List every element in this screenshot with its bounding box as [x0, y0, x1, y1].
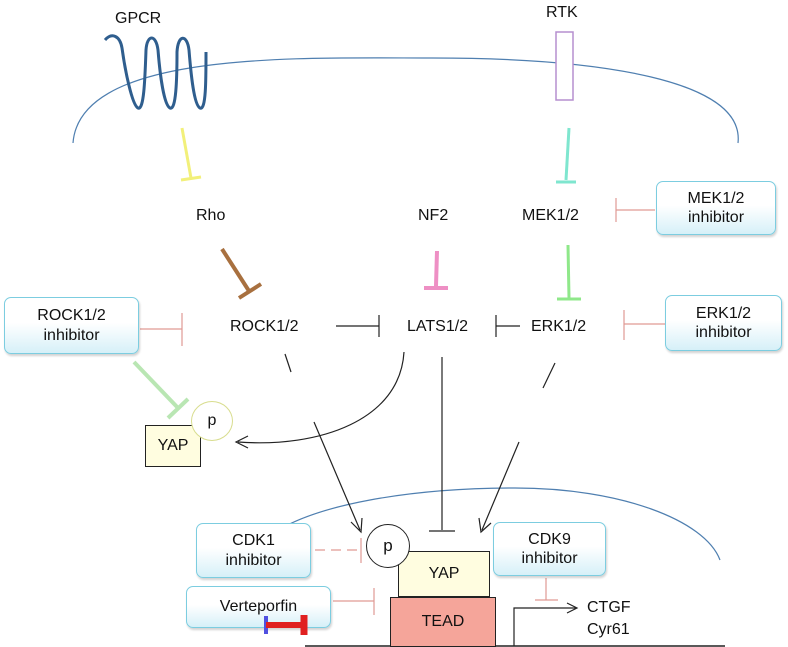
edge-lats-yap-cytoplasm — [237, 351, 405, 444]
mek-inhibitor-box: MEK1/2 inhibitor — [656, 181, 776, 235]
edge-rho-rock-bar — [237, 282, 263, 300]
gpcr-label: GPCR — [115, 10, 162, 27]
edge-rock-tick — [284, 353, 292, 373]
mek-inhibitor-line1: MEK1/2 — [687, 189, 745, 207]
rtk-icon — [555, 31, 574, 101]
yap-nucleus: YAP — [398, 551, 490, 597]
verteporfin-inhibition-icon — [264, 615, 308, 635]
edge-erk-tick — [542, 362, 556, 389]
verteporfin-box: Verteporfin — [186, 586, 331, 628]
erk-inhibitor-line2: inhibitor — [695, 324, 752, 341]
cdk9-inhibitor-box: CDK9 inhibitor — [493, 522, 606, 576]
rock-inhibitor-line1: ROCK1/2 — [37, 307, 106, 325]
cdk1-inhibitor-box: CDK1 inhibitor — [196, 523, 311, 578]
erk-inhibitor-box: ERK1/2 inhibitor — [665, 295, 782, 351]
node-mek: MEK1/2 — [522, 207, 579, 224]
cell-membrane — [72, 57, 739, 144]
rtk-label: RTK — [546, 4, 578, 21]
edge-gpcr-rho-bar — [180, 175, 202, 182]
edge-nf2-lats — [434, 250, 439, 287]
verteporfin-label: Verteporfin — [219, 598, 298, 616]
phospho-cytoplasm: p — [191, 401, 233, 441]
transcription-start-arrow-head — [566, 602, 579, 614]
node-rho: Rho — [196, 207, 226, 224]
edge-mek-erk — [566, 244, 571, 299]
gpcr-icon — [103, 34, 208, 110]
tead-box: TEAD — [390, 597, 496, 647]
edge-erk-yap — [481, 441, 520, 531]
edge-gpcr-rho — [180, 127, 193, 179]
edge-rock-p — [313, 421, 361, 531]
edge-rock-inhibitor-yap-bar — [166, 397, 190, 420]
node-rock: ROCK1/2 — [230, 318, 299, 335]
mek-inhibitor-line2: inhibitor — [687, 209, 745, 226]
erk-inhibitor-line1: ERK1/2 — [695, 304, 752, 322]
edge-erk-yap-head — [478, 517, 492, 534]
phospho-nucleus: p — [366, 524, 410, 568]
target-gene-ctgf: CTGF — [587, 599, 631, 616]
yap-cytoplasm: YAP — [145, 425, 201, 467]
transcription-start-arrow — [513, 607, 576, 646]
edge-rock-inhibitor-yap — [132, 360, 181, 411]
node-nf2: NF2 — [418, 207, 449, 224]
cdk9-inhibitor-line2: inhibitor — [521, 550, 578, 567]
node-lats: LATS1/2 — [407, 318, 469, 335]
edge-lats-yap-cytoplasm-head — [234, 435, 249, 449]
node-erk: ERK1/2 — [531, 318, 587, 335]
rock-inhibitor-line2: inhibitor — [43, 326, 100, 344]
rock-inhibitor-box: ROCK1/2 inhibitor — [4, 297, 139, 354]
edge-rock-p-head — [350, 517, 363, 534]
edge-rtk-mek — [564, 127, 571, 181]
edge-rho-rock — [220, 247, 251, 293]
cdk1-inhibitor-line2: inhibitor — [225, 551, 282, 569]
target-gene-cyr61: Cyr61 — [587, 621, 630, 638]
cdk1-inhibitor-line1: CDK1 — [232, 532, 275, 550]
nuclear-membrane — [254, 487, 721, 561]
cdk9-inhibitor-line1: CDK9 — [528, 530, 571, 548]
